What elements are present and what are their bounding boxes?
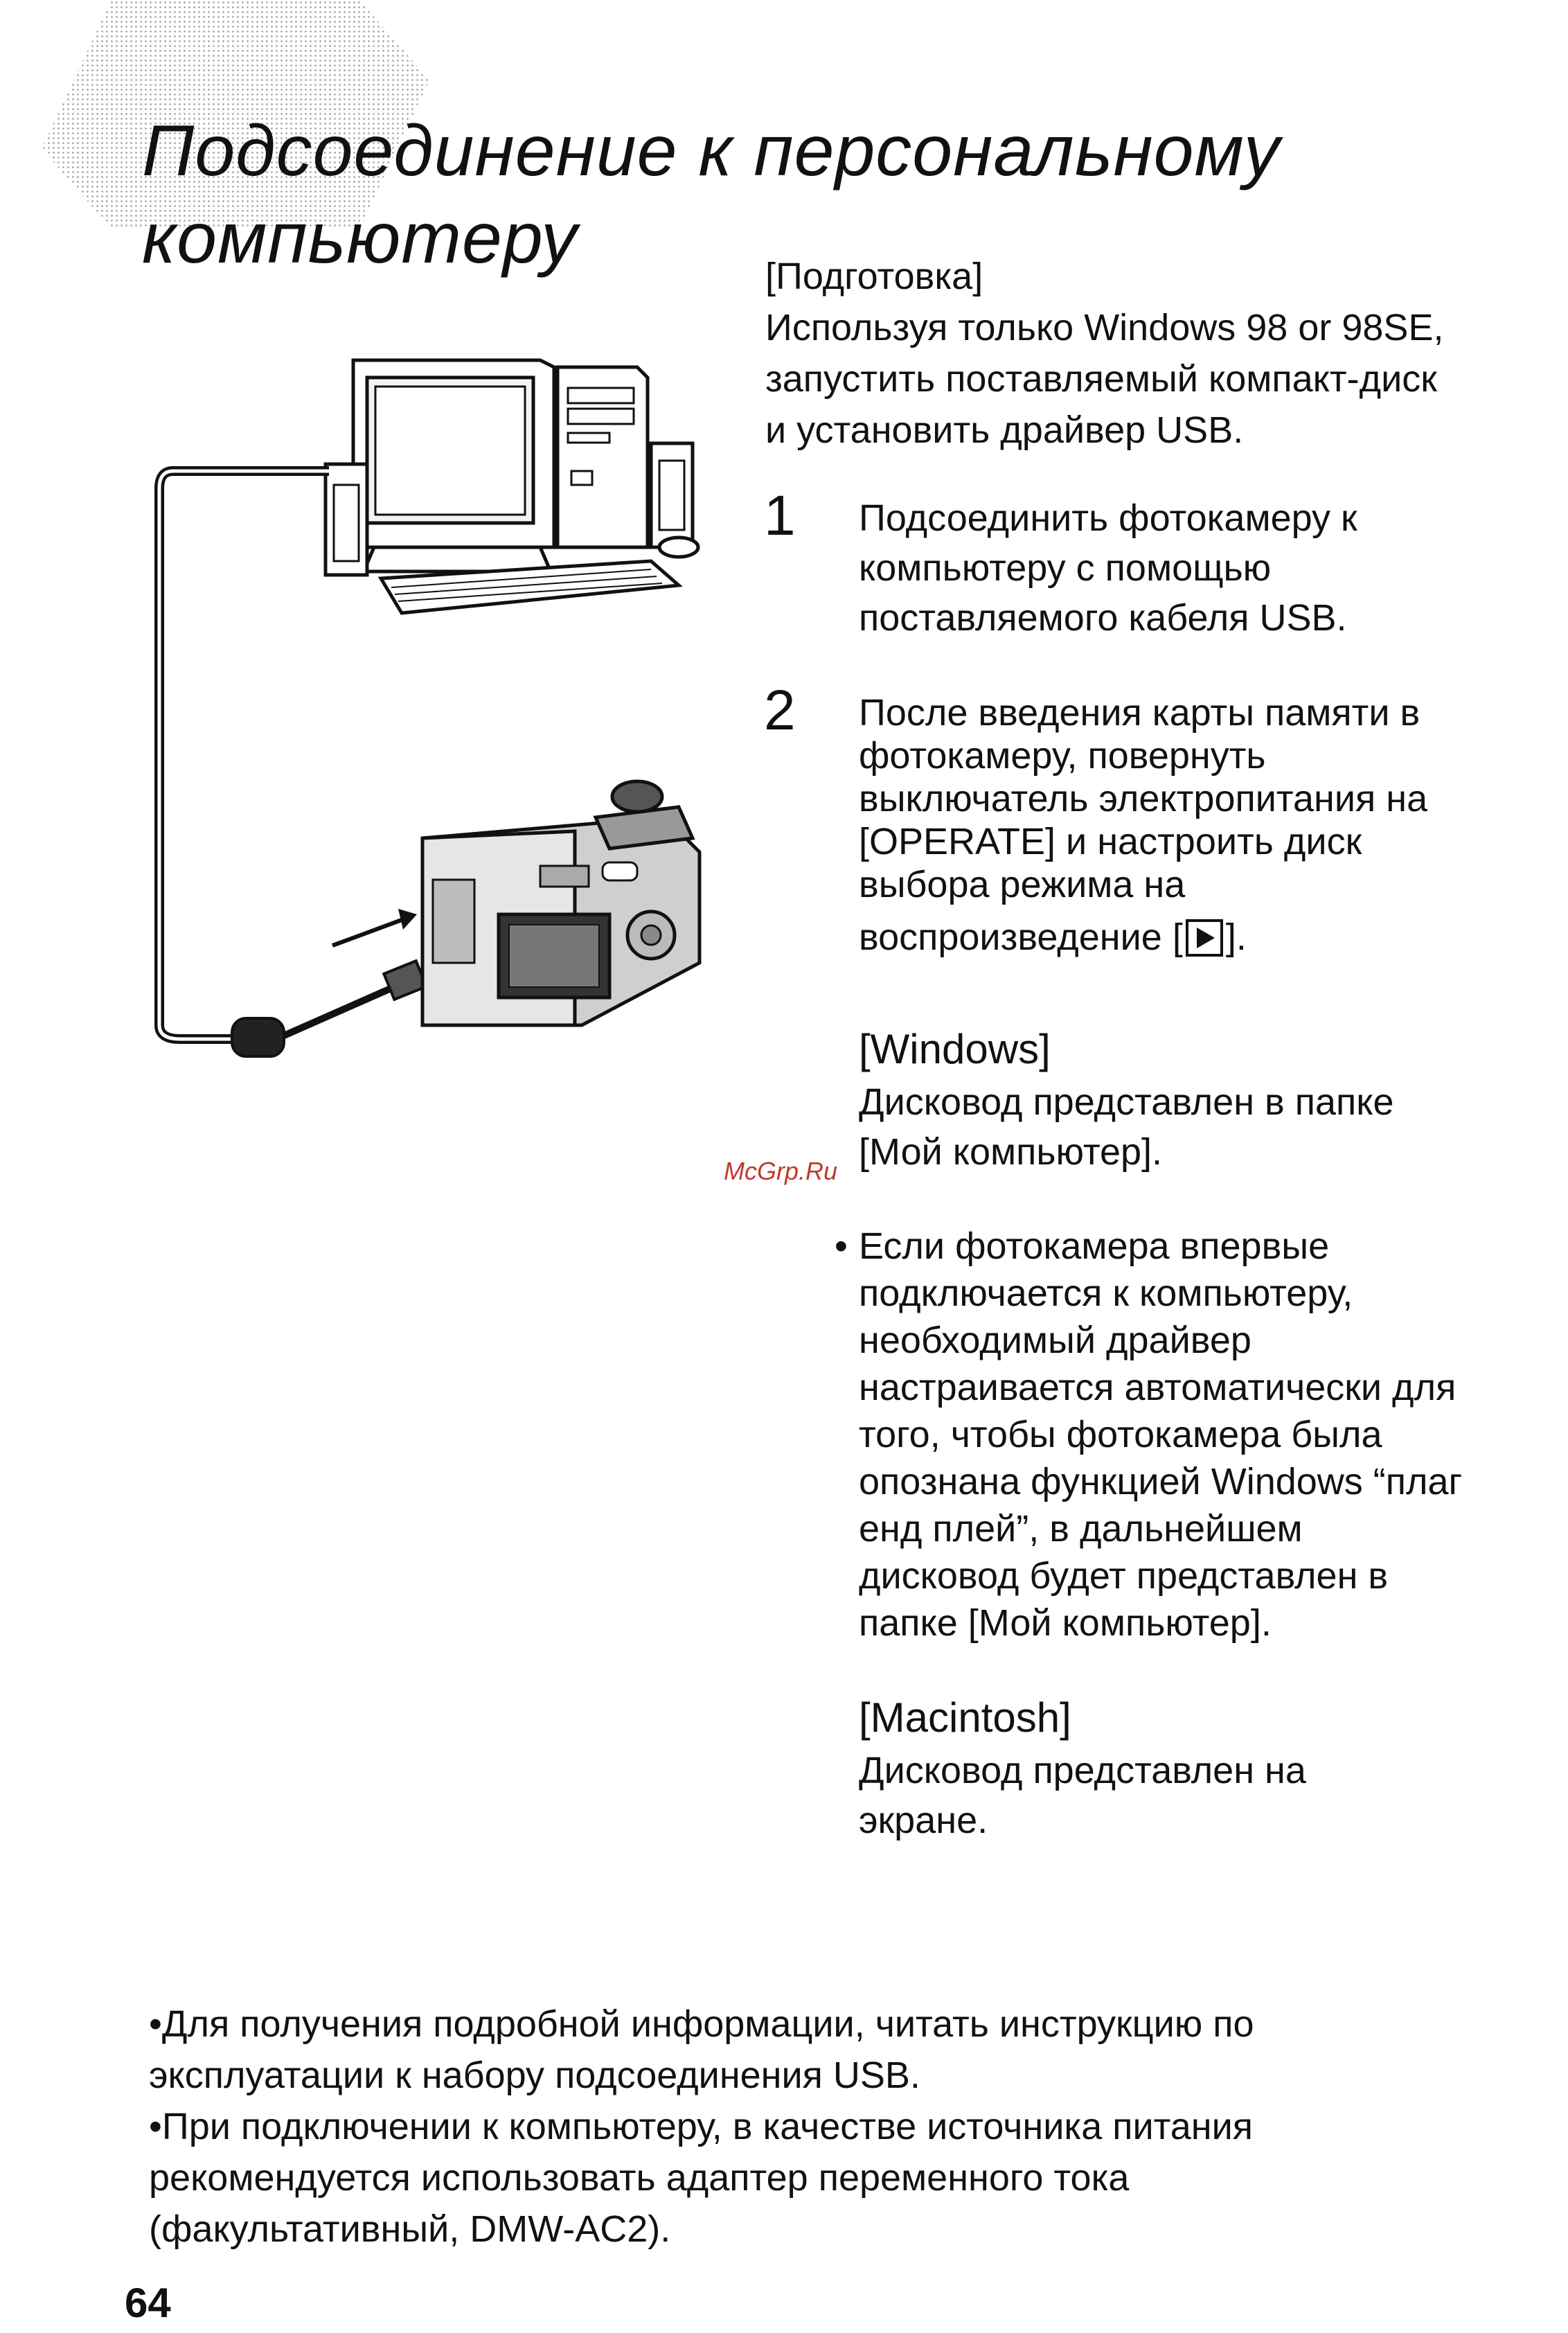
- step-line: После введения карты памяти в: [859, 692, 1420, 734]
- page-title: Подсоединение к персональному компьютеру: [142, 107, 1389, 282]
- step-1-text: Подсоединить фотокамеру к компьютеру с п…: [859, 493, 1524, 643]
- step-line-playback: воспроизведение [].: [859, 916, 1524, 959]
- bullet-line: необходимый драйвер: [859, 1320, 1251, 1361]
- bullet-line: Если фотокамера впервые: [859, 1225, 1330, 1267]
- step-line-playback-before: воспроизведение [: [859, 916, 1183, 958]
- step-line: компьютеру с помощью: [859, 547, 1272, 589]
- bullet-dot: •: [149, 2003, 162, 2045]
- ferrite-core: [231, 1017, 285, 1058]
- bullet-line: папке [Мой компьютер].: [859, 1602, 1272, 1644]
- preparation-block: [Подготовка] Используя только Windows 98…: [765, 251, 1513, 456]
- footnote-line: При подключении к компьютеру, в качестве…: [161, 2106, 1254, 2147]
- windows-section: [Windows] Дисковод представлен в папке […: [859, 1022, 1524, 1177]
- preparation-heading: [Подготовка]: [765, 256, 983, 297]
- windows-bullet: • Если фотокамера впервые подключается к…: [835, 1223, 1520, 1647]
- macintosh-heading: [Macintosh]: [859, 1694, 1071, 1741]
- usb-cable: [154, 466, 329, 1044]
- footnote-line: рекомендуется использовать адаптер перем…: [149, 2157, 1130, 2199]
- footnote-2: •При подключении к компьютеру, в качеств…: [149, 2101, 1465, 2152]
- footnote-1: •Для получения подробной информации, чит…: [149, 1998, 1465, 2050]
- page-title-line1: Подсоединение к персональному: [142, 110, 1281, 191]
- step-line-playback-after: ].: [1225, 916, 1247, 958]
- macintosh-line: Дисковод представлен на: [859, 1750, 1306, 1791]
- title-halftone-background: [42, 0, 429, 229]
- footnotes: •Для получения подробной информации, чит…: [149, 1998, 1465, 2255]
- step-1-number: 1: [764, 484, 796, 547]
- preparation-line: запустить поставляемый компакт-диск: [765, 358, 1437, 400]
- preparation-line: Используя только Windows 98 or 98SE,: [765, 307, 1444, 348]
- windows-line: Дисковод представлен в папке: [859, 1081, 1394, 1123]
- step-line: выключатель электропитания на: [859, 778, 1428, 819]
- step-line: выбора режима на: [859, 864, 1186, 905]
- camera-illustration: [420, 779, 702, 1027]
- page-title-line2: компьютеру: [142, 197, 578, 278]
- page-number: 64: [125, 2280, 171, 2326]
- macintosh-section: [Macintosh] Дисковод представлен на экра…: [859, 1690, 1524, 1845]
- bullet-line: настраивается автоматически для: [859, 1367, 1456, 1408]
- step-line: поставляемого кабеля USB.: [859, 597, 1347, 639]
- play-icon: [1185, 919, 1223, 957]
- preparation-line: и установить драйвер USB.: [765, 409, 1244, 451]
- bullet-line: енд плей”, в дальнейшем: [859, 1508, 1303, 1550]
- watermark: McGrp.Ru: [724, 1157, 838, 1185]
- computer-illustration: [323, 358, 700, 615]
- windows-line: [Мой компьютер].: [859, 1131, 1163, 1173]
- footnote-line: Для получения подробной информации, чита…: [161, 2003, 1254, 2045]
- footnote-line: эксплуатации к набору подсоединения USB.: [149, 2055, 920, 2096]
- bullet-line: подключается к компьютеру,: [859, 1272, 1353, 1314]
- bullet-dot: •: [149, 2106, 162, 2147]
- bullet-dot: •: [835, 1225, 848, 1267]
- step-line: [OPERATE] и настроить диск: [859, 821, 1362, 862]
- macintosh-line: экране.: [859, 1800, 988, 1841]
- step-line: фотокамеру, повернуть: [859, 735, 1266, 777]
- bullet-line: дисковод будет представлен в: [859, 1555, 1389, 1597]
- step-2-text: После введения карты памяти в фотокамеру…: [859, 691, 1524, 959]
- step-line: Подсоединить фотокамеру к: [859, 497, 1357, 539]
- bullet-line: опознана функцией Windows “плаг: [859, 1461, 1463, 1502]
- bullet-line: того, чтобы фотокамера была: [859, 1414, 1382, 1455]
- step-2-number: 2: [764, 679, 796, 742]
- insert-arrow: [331, 918, 403, 948]
- pc-camera-connection-illustration: [154, 358, 702, 1058]
- windows-heading: [Windows]: [859, 1026, 1051, 1072]
- footnote-line: (факультативный, DMW-AC2).: [149, 2208, 671, 2250]
